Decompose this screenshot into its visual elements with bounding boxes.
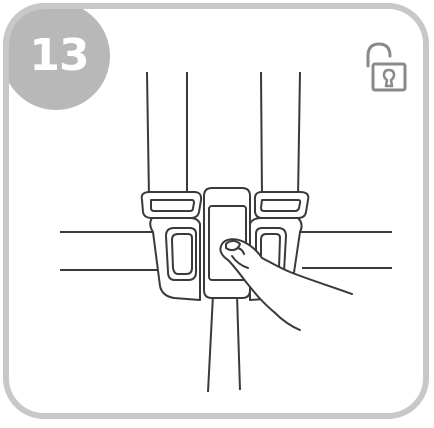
pressing-hand	[219, 238, 353, 331]
left-buckle-tongue	[140, 191, 203, 301]
right-shoulder-strap	[260, 71, 301, 199]
crotch-strap	[207, 294, 241, 393]
right-hip-strap	[300, 231, 392, 269]
left-hip-strap	[60, 231, 158, 271]
left-shoulder-strap	[146, 71, 188, 199]
step-badge: 13	[6, 6, 110, 110]
step-number: 13	[29, 30, 89, 81]
step-badge-circle	[9, 9, 110, 110]
unlocked-padlock-icon	[366, 42, 407, 92]
